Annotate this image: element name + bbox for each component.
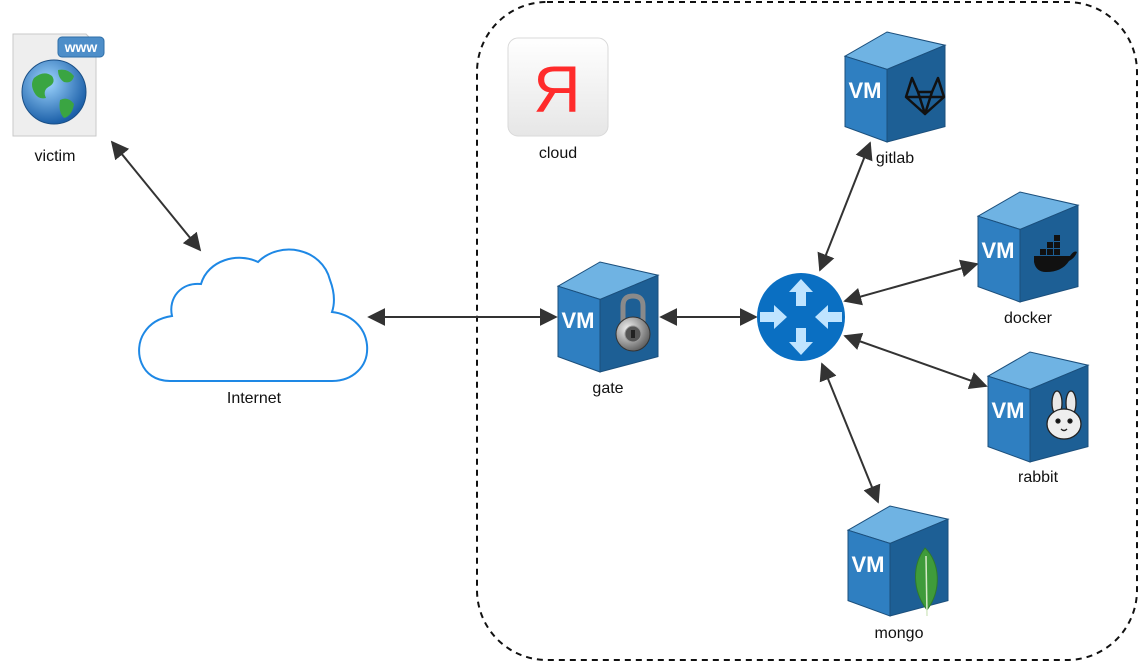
vm-cube-docker: VM: [976, 191, 1080, 303]
edge-router-rabbit: [843, 332, 988, 390]
node-internet: [138, 248, 369, 382]
vm-text-mongo: VM: [852, 552, 885, 577]
cloud-icon: [138, 248, 369, 382]
edge-victim-internet: [110, 140, 202, 252]
edge-router-gitlab: [817, 141, 873, 272]
www-badge: www: [64, 39, 98, 55]
rabbit-icon: [1046, 390, 1082, 440]
edges: [110, 140, 988, 504]
node-router: [757, 273, 845, 361]
vm-cube-gitlab: VM: [843, 31, 947, 143]
vm-text-rabbit: VM: [992, 398, 1025, 423]
vm-text-gate: VM: [562, 308, 595, 333]
edge-router-mongo: [819, 362, 881, 504]
node-cloud: Я: [507, 37, 609, 137]
edge-router-docker: [843, 259, 979, 306]
victim-label: victim: [34, 148, 76, 165]
cloud-label: cloud: [538, 145, 578, 162]
gitlab-fox-icon: [904, 76, 946, 116]
router-icon: [757, 273, 845, 361]
node-victim: www: [12, 33, 105, 137]
rabbit-label: rabbit: [1017, 469, 1059, 486]
docker-whale-icon: [1034, 235, 1077, 272]
yandex-logo-letter: Я: [533, 52, 581, 126]
padlock-icon: [615, 293, 651, 352]
vm-text-gitlab: VM: [849, 78, 882, 103]
gitlab-label: gitlab: [875, 150, 915, 167]
cloud-boundary: [476, 1, 1138, 661]
docker-label: docker: [1003, 310, 1053, 327]
mongo-label: mongo: [874, 625, 924, 642]
web-page-globe-icon: www: [12, 33, 105, 137]
vm-text-docker: VM: [982, 238, 1015, 263]
gate-label: gate: [592, 380, 624, 397]
internet-label: Internet: [226, 390, 282, 407]
yandex-logo-icon: Я: [507, 37, 609, 137]
mongodb-leaf-icon: [915, 547, 938, 617]
